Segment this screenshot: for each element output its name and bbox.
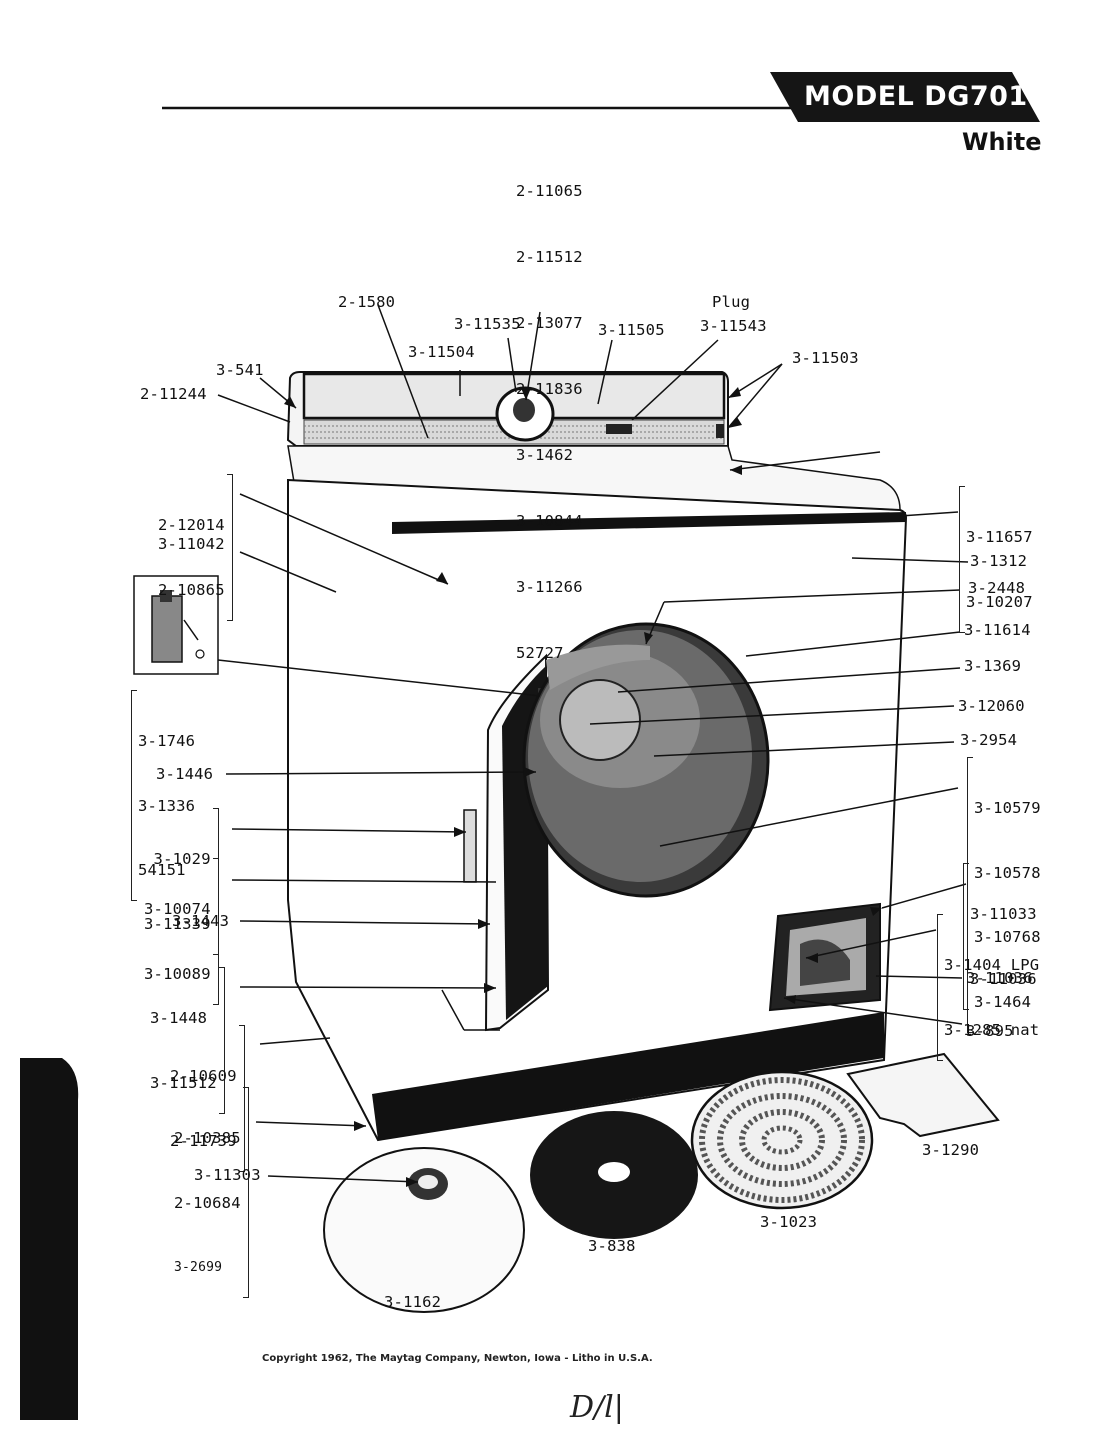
plate-3-1290 — [846, 1052, 1000, 1138]
part-number: 3-11512 — [150, 1073, 217, 1092]
part-3-895: 3-895 — [966, 1022, 1014, 1040]
thermostat-inset — [133, 575, 219, 675]
part-number: 3-11339 — [144, 914, 211, 933]
banner-shape — [770, 72, 1040, 122]
part-number: 3-11036 — [970, 969, 1037, 988]
burner-panel — [768, 902, 881, 1012]
part-number: 2-10865 — [158, 580, 225, 599]
part-3-12060: 3-12060 — [958, 697, 1025, 715]
part-group-3-1448: 3-1448 3-11512 — [150, 965, 225, 1116]
part-group-2-10385: 2-10385 2-10684 3-2699 — [174, 1085, 249, 1300]
part-3-11614: 3-11614 — [964, 621, 1031, 639]
toe-kick — [372, 1012, 884, 1140]
part-3-2448: 3-2448 — [968, 579, 1026, 597]
model-title: MODEL DG701 — [804, 81, 1028, 112]
timer-knob — [513, 398, 535, 422]
part-group-3-11657: 3-11657 3-10207 — [959, 484, 1033, 635]
part-number: 3-11657 — [966, 528, 1033, 546]
lint-cover-3-1162 — [323, 1147, 525, 1313]
part-3-11036: 3-11036 — [966, 969, 1033, 987]
part-number: 3-11266 — [516, 578, 583, 596]
part-group-3-1404: 3-1404 LPG 3-1285 nat — [936, 912, 1040, 1063]
part-number: 2-11065 — [516, 182, 583, 200]
part-group-3-10074: 3-10074 3-10089 — [144, 856, 219, 1007]
part-3-838: 3-838 — [588, 1237, 636, 1255]
part-2-11244: 2-11244 — [140, 385, 207, 403]
part-2-1580: 2-1580 — [338, 293, 396, 311]
part-3-1443: 3-1443 — [172, 912, 230, 930]
page-mark: D/l| — [570, 1390, 624, 1425]
part-3-11504: 3-11504 — [408, 343, 475, 361]
part-number: 3-2699 — [174, 1260, 223, 1275]
part-number: 3-1404 LPG — [944, 956, 1040, 974]
part-number: 3-10844 — [516, 512, 583, 530]
dryer-drum — [522, 622, 770, 898]
part-number: 2-13077 — [516, 314, 583, 332]
part-number: 52727 — [516, 644, 564, 662]
part-number: 54151 — [138, 861, 186, 879]
part-number: 3-10089 — [144, 964, 211, 983]
part-3-1023: 3-1023 — [760, 1213, 818, 1231]
part-3-541: 3-541 — [216, 361, 264, 379]
part-number: 3-1029 — [153, 850, 211, 868]
top-trim-strip — [392, 512, 906, 534]
part-number: 3-1285 nat — [944, 1020, 1040, 1039]
part-3-1162: 3-1162 — [384, 1293, 442, 1311]
selector-knob — [606, 424, 632, 434]
part-number: 2-11512 — [516, 248, 583, 266]
part-number: 2-12014 — [158, 516, 225, 534]
part-number: 3-1336 — [138, 796, 196, 815]
model-banner: MODEL DG701 — [770, 72, 1040, 122]
gasket-3-838 — [530, 1111, 698, 1239]
part-number: 2-11836 — [516, 380, 583, 398]
part-group-3-1746: 3-1746 3-1336 54151 — [130, 688, 196, 903]
page-edge-shadow — [20, 1058, 79, 1420]
part-number: 2-10609 — [170, 1067, 237, 1085]
part-3-11303: 3-11303 — [194, 1166, 261, 1184]
control-console — [286, 371, 729, 447]
part-number: 3-10207 — [966, 592, 1033, 611]
part-number: 3-10578 — [974, 863, 1041, 882]
control-part-stack: 2-11065 2-11512 2-13077 2-11836 3-1462 3… — [516, 136, 583, 686]
part-group-3-10579: 3-10579 3-10578 3-10768 3-1464 — [967, 755, 1041, 1035]
part-number: 3-10768 — [974, 928, 1041, 946]
part-number: 3-10579 — [974, 799, 1041, 817]
part-3-11535: 3-11535 — [454, 315, 521, 333]
part-number: 2-11739 — [170, 1131, 237, 1150]
part-number: 3-1746 — [138, 732, 196, 750]
color-label: White — [962, 128, 1042, 156]
part-group-2-12014: 2-12014 2-10865 — [158, 472, 233, 623]
part-group-3-11033: 3-11033 3-11036 — [963, 861, 1037, 1012]
part-3-1290: 3-1290 — [922, 1141, 980, 1159]
part-3-1369: 3-1369 — [964, 657, 1022, 675]
part-3-1446: 3-1446 — [156, 765, 214, 783]
part-3-2954: 3-2954 — [960, 731, 1018, 749]
part-number: 3-1462 — [516, 446, 574, 464]
part-3-11543: 3-11543 — [700, 317, 767, 335]
part-number: 3-1464 — [974, 992, 1032, 1011]
part-3-11503: 3-11503 — [792, 349, 859, 367]
plug-label: Plug — [712, 293, 751, 311]
part-3-1312: 3-1312 — [970, 552, 1028, 570]
part-number: 2-10385 — [174, 1129, 241, 1147]
part-number: 3-11033 — [970, 905, 1037, 923]
part-group-3-1029: 3-1029 3-11339 — [144, 806, 219, 957]
part-group-2-10609: 2-10609 2-11739 — [170, 1023, 245, 1174]
arrowheads — [284, 387, 882, 1187]
part-number: 3-10074 — [144, 900, 211, 918]
part-3-11505: 3-11505 — [598, 321, 665, 339]
screen-3-1023 — [690, 1070, 874, 1210]
part-3-11042: 3-11042 — [158, 535, 225, 553]
part-number: 3-1448 — [150, 1009, 208, 1027]
part-number: 2-10684 — [174, 1193, 241, 1212]
copyright-notice: Copyright 1962, The Maytag Company, Newt… — [262, 1353, 653, 1364]
